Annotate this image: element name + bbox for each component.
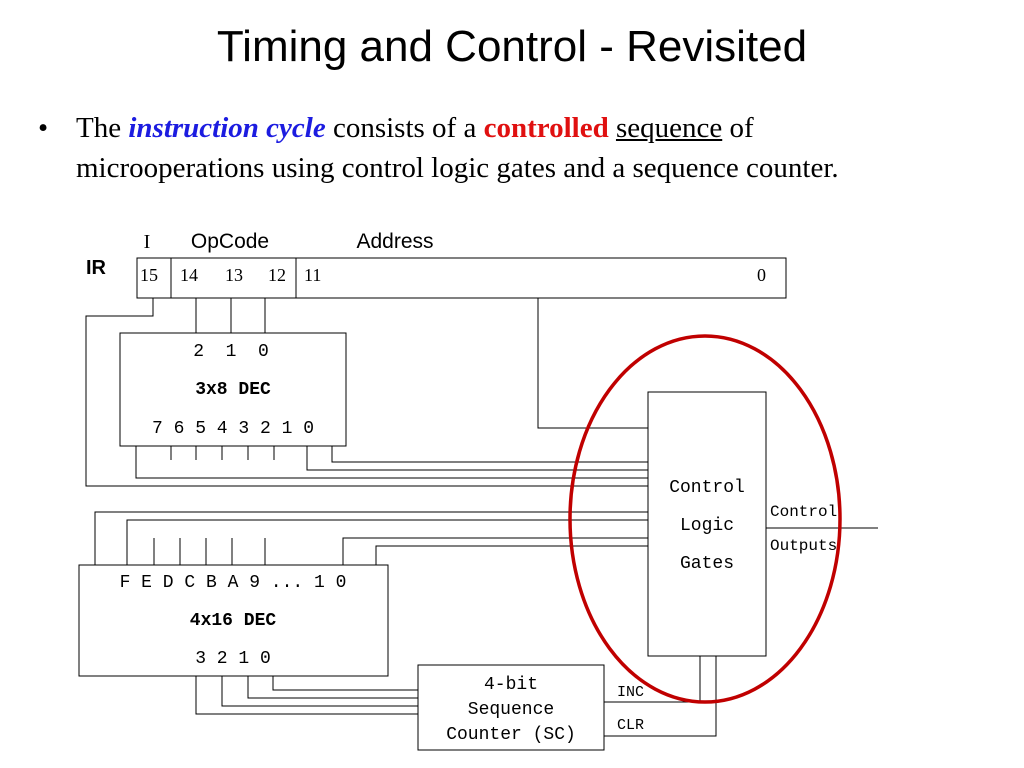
sequence-counter-box bbox=[417, 664, 605, 751]
ir-bit-0: 0 bbox=[757, 265, 766, 285]
sc-line-2: Sequence bbox=[468, 700, 554, 720]
control-logic-box bbox=[647, 391, 767, 657]
ir-field-address: Address bbox=[356, 230, 433, 253]
dec3x8-box bbox=[119, 332, 347, 447]
control-outputs-line-2: Outputs bbox=[770, 537, 837, 555]
highlight-ellipse bbox=[568, 334, 842, 704]
ir-field-i: I bbox=[144, 231, 151, 253]
sc-clr-label: CLR bbox=[617, 717, 644, 734]
bullet-marker: • bbox=[38, 112, 49, 144]
term-instruction-cycle: instruction cycle bbox=[128, 112, 326, 144]
dec4x16-outputs: F E D C B A 9 ... 1 0 bbox=[120, 573, 347, 593]
wire-clr bbox=[604, 656, 717, 737]
ir-bit-14: 14 bbox=[180, 265, 198, 285]
wire-dec4x16-0 bbox=[375, 545, 648, 565]
wire-dec3x8-0 bbox=[331, 446, 648, 463]
wire-sc-3 bbox=[195, 676, 418, 715]
control-outputs-line-1: Control bbox=[770, 503, 837, 521]
term-controlled: controlled bbox=[483, 112, 609, 144]
wire-sc-2 bbox=[221, 676, 418, 707]
ir-bit-15: 15 bbox=[140, 265, 158, 285]
term-sequence: sequence bbox=[615, 112, 723, 144]
control-logic-line-2: Logic bbox=[680, 516, 734, 536]
wire-sc-1 bbox=[247, 676, 418, 699]
control-logic-line-3: Gates bbox=[680, 554, 734, 574]
ir-bit-12: 12 bbox=[268, 265, 286, 285]
sc-line-3: Counter (SC) bbox=[446, 725, 576, 745]
bullet-line-2: microoperations using control logic gate… bbox=[76, 152, 839, 184]
slide-title: Timing and Control - Revisited bbox=[216, 22, 808, 71]
dec3x8-outputs: 7 6 5 4 3 2 1 0 bbox=[152, 419, 314, 439]
bullet-text-3: of bbox=[729, 112, 754, 144]
wire-dec4x16-1 bbox=[342, 537, 648, 565]
dec4x16-name: 4x16 DEC bbox=[190, 611, 277, 631]
dec3x8-inputs: 2 1 0 bbox=[193, 342, 269, 362]
wire-dec4x16-f bbox=[94, 511, 648, 565]
ir-register-box bbox=[136, 257, 787, 299]
ir-bit-11: 11 bbox=[304, 265, 321, 285]
wire-dec3x8-7 bbox=[135, 446, 648, 479]
dec4x16-inputs: 3 2 1 0 bbox=[195, 649, 271, 669]
wire-i-bit bbox=[85, 298, 648, 487]
bullet-text-2: consists of a bbox=[332, 112, 477, 144]
ir-field-opcode: OpCode bbox=[191, 230, 269, 253]
control-logic-line-1: Control bbox=[669, 478, 745, 498]
wire-sc-0 bbox=[272, 676, 418, 691]
bullet-text-1: The bbox=[76, 112, 122, 144]
ir-bit-13: 13 bbox=[225, 265, 243, 285]
dec3x8-name: 3x8 DEC bbox=[195, 380, 271, 400]
bullet-line-1: The instruction cycle consists of a cont… bbox=[76, 112, 754, 145]
dec4x16-box bbox=[78, 564, 389, 677]
ir-label: IR bbox=[86, 257, 107, 279]
sc-inc-label: INC bbox=[617, 684, 644, 701]
diagram-wires bbox=[78, 257, 878, 751]
wire-address bbox=[537, 298, 648, 429]
wire-dec4x16-e bbox=[126, 519, 648, 565]
sc-line-1: 4-bit bbox=[484, 675, 538, 695]
wire-dec3x8-1 bbox=[306, 446, 648, 471]
